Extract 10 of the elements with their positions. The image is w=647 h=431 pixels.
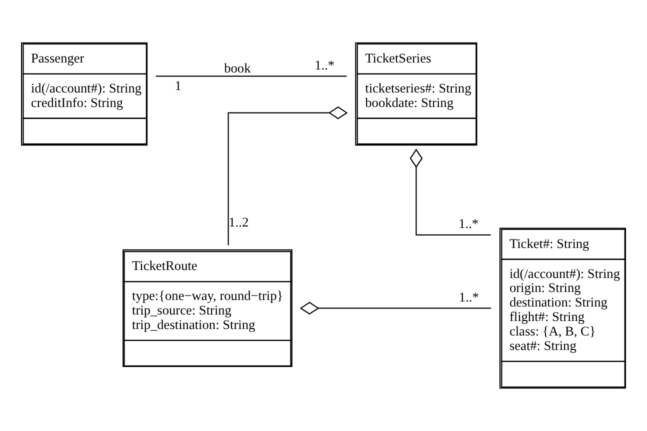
edge-label: book (224, 60, 251, 76)
label: 1..* (458, 216, 479, 232)
connector (156, 76, 347, 77)
connector (410, 148, 491, 236)
label: 1..* (458, 289, 479, 304)
label: 1..* (314, 57, 335, 72)
label: 1 (174, 78, 182, 93)
connector (228, 106, 348, 246)
label: 1..2 (228, 214, 249, 230)
connector (300, 302, 492, 315)
